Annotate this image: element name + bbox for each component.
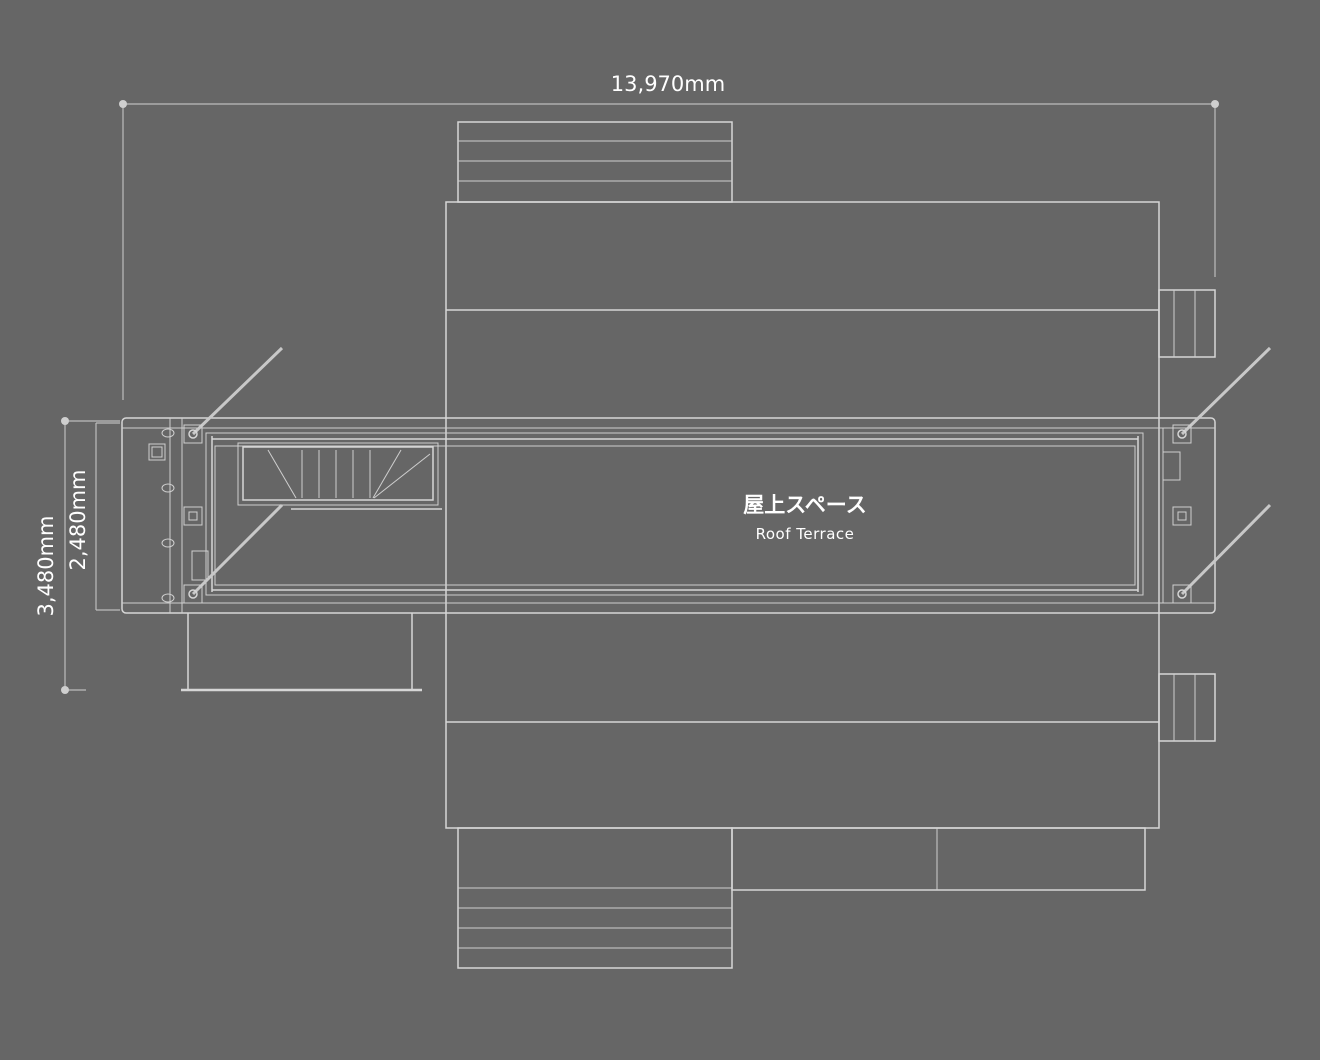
roof-container — [121, 417, 1216, 614]
overall-width-dimension: 3,480mm — [34, 515, 58, 617]
bottom-stairs — [457, 827, 1146, 969]
area-label-japanese: 屋上スペース — [743, 493, 867, 517]
roof-terrace-area — [205, 432, 1144, 596]
overall-length-dimension: 13,970mm — [610, 72, 726, 96]
dimension-lines — [61, 100, 1219, 694]
support-frame — [181, 613, 422, 692]
outdoor-units — [1158, 289, 1216, 742]
tie-rods — [191, 346, 1272, 596]
top-stairs — [457, 121, 733, 203]
staircase — [237, 442, 442, 510]
container-width-dimension: 2,480mm — [66, 469, 90, 571]
anchor-bolts — [148, 424, 1192, 604]
area-label-english: Roof Terrace — [755, 525, 855, 543]
